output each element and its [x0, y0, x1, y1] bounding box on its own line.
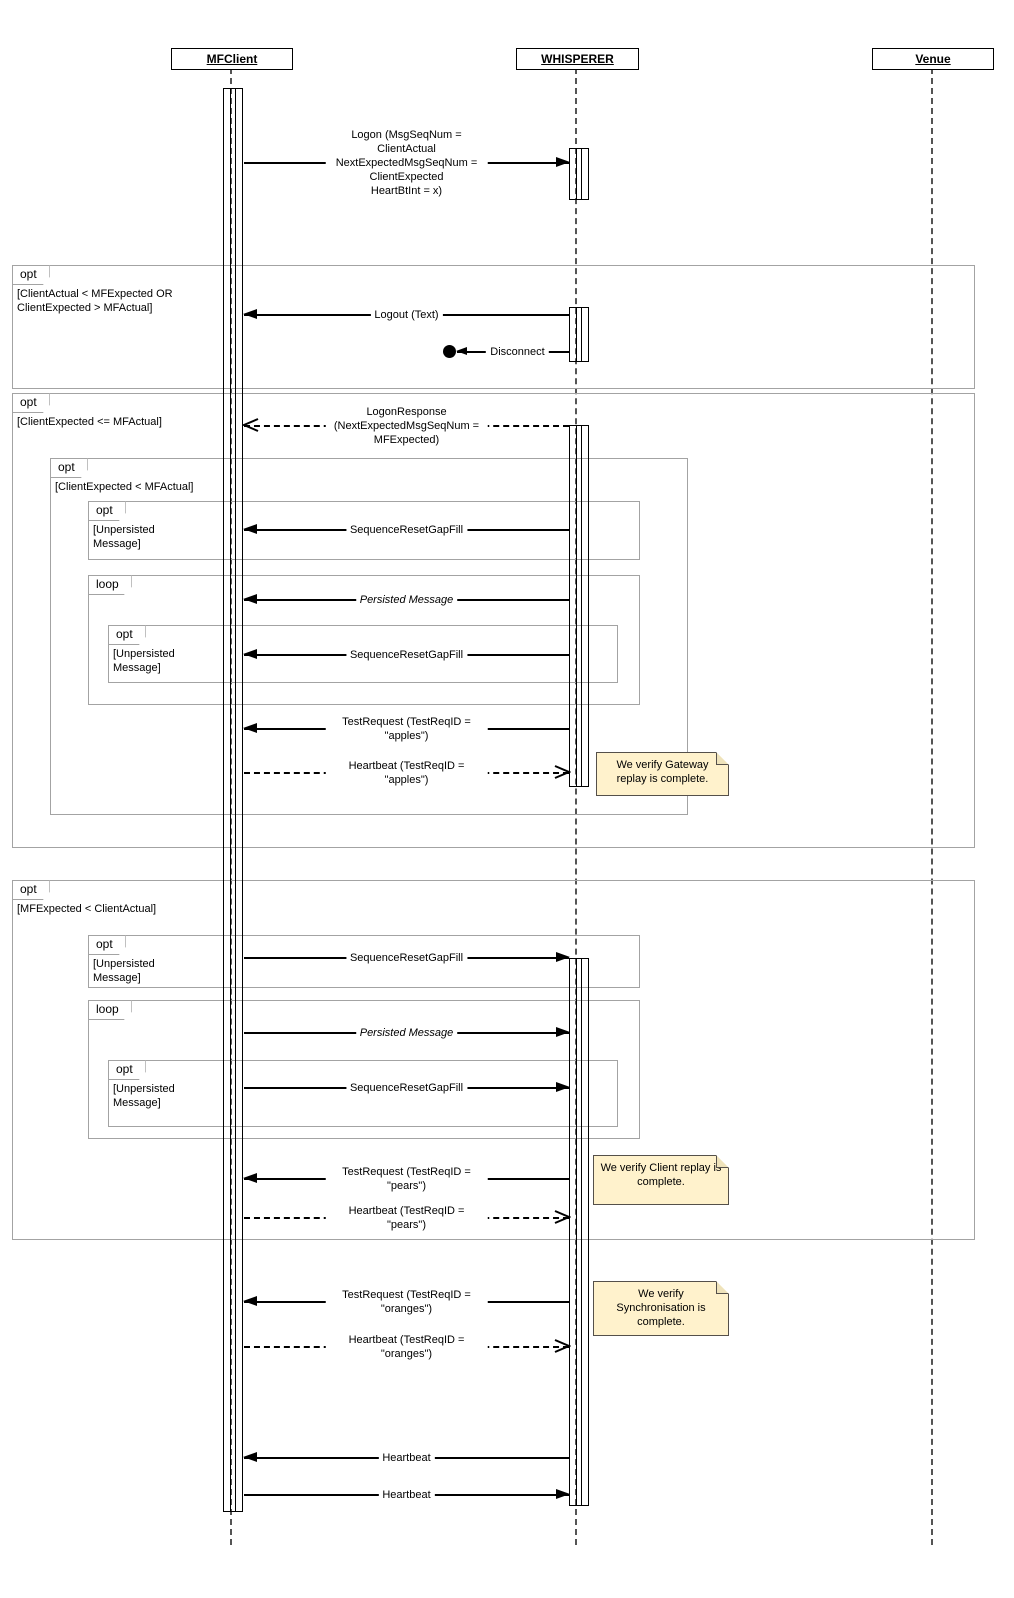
note-gateway-replay: We verify Gateway replay is complete.	[596, 752, 729, 796]
filled-arrowhead-icon	[556, 1489, 570, 1499]
message-label: LogonResponse (NextExpectedMsgSeqNum = M…	[325, 405, 488, 447]
activation-whisperer-logon-b	[576, 148, 589, 200]
note-text: We verify Gateway replay is complete.	[616, 759, 709, 785]
message-label: SequenceResetGapFill	[345, 951, 468, 965]
lifeline-whisperer	[575, 68, 577, 1545]
frame-guard: [Unpersisted Message]	[113, 1083, 175, 1109]
message-label: SequenceResetGapFill	[345, 1081, 468, 1095]
frame-tab: opt	[12, 880, 50, 900]
open-arrowhead-icon	[242, 418, 259, 432]
message-label: TestRequest (TestReqID = "oranges")	[325, 1288, 488, 1316]
frame-tab: opt	[88, 501, 126, 521]
frame-guard: [Unpersisted Message]	[93, 958, 155, 984]
filled-arrowhead-icon	[243, 649, 257, 659]
lifeline-venue	[931, 68, 933, 1545]
frame-guard: [MFExpected < ClientActual]	[17, 903, 157, 915]
message-label: Persisted Message	[355, 1026, 458, 1040]
frame-opt-logout: opt [ClientActual < MFExpected OR Client…	[12, 265, 975, 389]
filled-arrowhead-icon	[556, 1082, 570, 1092]
activation-whisperer-logout-b	[576, 307, 589, 362]
frame-tab: opt	[108, 1060, 146, 1080]
activation-mfclient-a	[223, 88, 236, 1512]
filled-arrowhead-icon	[556, 952, 570, 962]
frame-opt-unpersisted-3: opt [Unpersisted Message]	[88, 935, 640, 988]
frame-tab: opt	[12, 265, 50, 285]
frame-tab: loop	[88, 1000, 132, 1020]
filled-arrowhead-icon	[243, 723, 257, 733]
filled-arrowhead-icon	[243, 1296, 257, 1306]
frame-guard: [ClientExpected < MFActual]	[55, 481, 194, 493]
frame-opt-client-replay: opt [MFExpected < ClientActual]	[12, 880, 975, 1240]
participant-mfclient: MFClient	[171, 48, 293, 70]
activation-whisperer-logout-a	[569, 307, 582, 362]
message-label: Heartbeat	[378, 1451, 435, 1465]
open-arrowhead-icon	[554, 1339, 571, 1353]
open-arrowhead-icon	[554, 1210, 571, 1224]
message-label: Heartbeat	[378, 1488, 435, 1502]
filled-arrowhead-icon	[243, 1173, 257, 1183]
message-label: TestRequest (TestReqID = "pears")	[325, 1165, 488, 1193]
frame-guard: [Unpersisted Message]	[113, 648, 175, 674]
lifeline-mfclient	[230, 68, 232, 1545]
note-text: We verify Client replay is complete.	[600, 1162, 722, 1188]
participant-label: MFClient	[206, 52, 258, 66]
frame-opt-unpersisted-1: opt [Unpersisted Message]	[88, 501, 640, 560]
activation-whisperer-replay-a	[569, 425, 582, 787]
message-label: Heartbeat (TestReqID = "pears")	[325, 1204, 488, 1232]
activation-whisperer-replay-b	[576, 425, 589, 787]
frame-opt-client-expected-lt: opt [ClientExpected < MFActual]	[50, 458, 688, 815]
note-client-replay: We verify Client replay is complete.	[593, 1155, 729, 1205]
frame-tab: opt	[88, 935, 126, 955]
frame-tab: loop	[88, 575, 132, 595]
filled-arrowhead-icon	[243, 1452, 257, 1462]
frame-loop-client-replay: loop	[88, 1000, 640, 1139]
participant-venue: Venue	[872, 48, 994, 70]
note-synchronisation: We verify Synchronisation is complete.	[593, 1281, 729, 1336]
filled-arrowhead-icon	[556, 1027, 570, 1037]
frame-opt-gateway-replay: opt [ClientExpected <= MFActual]	[12, 393, 975, 848]
lost-message-circle-icon	[443, 345, 456, 358]
message-label: Heartbeat (TestReqID = "oranges")	[325, 1333, 488, 1361]
participant-whisperer: WHISPERER	[516, 48, 639, 70]
message-label: Logout (Text)	[370, 308, 443, 322]
filled-arrowhead-icon	[456, 347, 467, 355]
activation-whisperer-sync-a	[569, 958, 582, 1506]
activation-whisperer-logon-a	[569, 148, 582, 200]
filled-arrowhead-icon	[243, 524, 257, 534]
filled-arrowhead-icon	[243, 309, 257, 319]
filled-arrowhead-icon	[243, 594, 257, 604]
activation-mfclient-b	[230, 88, 243, 1512]
message-label: Disconnect	[486, 345, 549, 359]
message-label: Persisted Message	[355, 593, 458, 607]
filled-arrowhead-icon	[556, 157, 570, 167]
message-label: SequenceResetGapFill	[345, 523, 468, 537]
frame-opt-unpersisted-4: opt [Unpersisted Message]	[108, 1060, 618, 1127]
participant-label: Venue	[915, 52, 951, 66]
message-label: TestRequest (TestReqID = "apples")	[325, 715, 488, 743]
message-label: SequenceResetGapFill	[345, 648, 468, 662]
frame-tab: opt	[50, 458, 88, 478]
frame-guard: [ClientActual < MFExpected OR ClientExpe…	[17, 288, 173, 314]
frame-opt-unpersisted-2: opt [Unpersisted Message]	[108, 625, 618, 683]
participant-label: WHISPERER	[541, 52, 614, 66]
message-label: Logon (MsgSeqNum = ClientActual NextExpe…	[325, 128, 488, 198]
frame-guard: [Unpersisted Message]	[93, 524, 155, 550]
frame-tab: opt	[12, 393, 50, 413]
open-arrowhead-icon	[554, 765, 571, 779]
activation-whisperer-sync-b	[576, 958, 589, 1506]
frame-tab: opt	[108, 625, 146, 645]
frame-guard: [ClientExpected <= MFActual]	[17, 416, 162, 428]
note-text: We verify Synchronisation is complete.	[616, 1288, 706, 1328]
frame-loop-gateway-replay: loop	[88, 575, 640, 705]
message-label: Heartbeat (TestReqID = "apples")	[325, 759, 488, 787]
